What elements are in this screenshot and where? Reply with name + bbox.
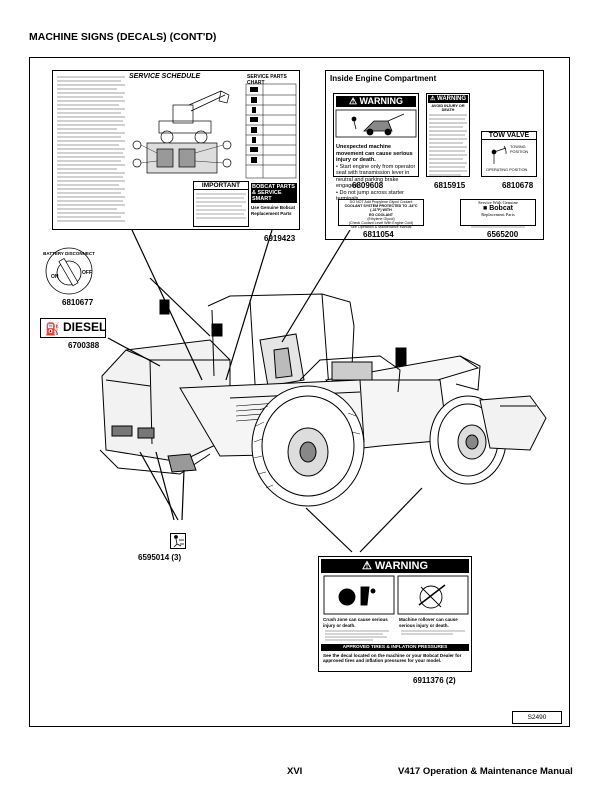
- step-climb-icon: [173, 535, 184, 548]
- operating-position-label: OPERATING POSITION: [486, 168, 528, 172]
- coolant-line-1: DO NOT Add Propylene Glycol Coolant: [349, 200, 413, 204]
- small-warning-text-lines: [429, 114, 467, 176]
- tow-valve-diagram: [491, 145, 507, 164]
- tire-warning-body: See the decal located on the machine or …: [323, 653, 462, 664]
- footer-page-number: XVI: [287, 766, 303, 777]
- tow-valve-title: TOW VALVE: [482, 132, 536, 140]
- step-decal: [170, 533, 186, 549]
- battery-disconnect-decal: BATTERY DISCONNECT ON OFF: [43, 247, 95, 295]
- service-schedule-part-number: 6919423: [264, 234, 296, 243]
- warning-decal-6809608: ⚠ WARNING Unexpected machine movement ca…: [333, 93, 419, 202]
- parts-smart-logo: BOBCAT PARTS & SERVICE SMART Use Genuine…: [251, 183, 297, 227]
- warning-small-part-number: 6815915: [434, 181, 466, 190]
- tire-warning-header: ⚠ WARNING: [321, 559, 469, 573]
- diesel-label: DIESEL: [63, 320, 107, 334]
- engine-compartment-box: [325, 70, 544, 240]
- engine-compartment-title: Inside Engine Compartment: [330, 74, 437, 83]
- warning-large-part-number: 6809608: [352, 181, 384, 190]
- step-part-number: 6595014 (3): [138, 553, 182, 562]
- coolant-line-5: (Check Coolant Level With Engine Cold): [348, 221, 414, 226]
- bobcat-head-icon: ■: [483, 205, 488, 212]
- warning-body: Unexpected machine movement can cause se…: [336, 144, 413, 163]
- genuine-parts-part-number: 6565200: [487, 230, 519, 239]
- service-parts-chart-title: SERVICE PARTS CHART: [247, 74, 287, 86]
- genuine-fine-print: [471, 226, 525, 228]
- coolant-line-2: COOLANT SYSTEM PROTECTED TO -34°C (-31°F…: [344, 204, 418, 213]
- schedule-machine-diagram: [132, 90, 232, 174]
- tire-approved-bar: APPROVED TIRES & INFLATION PRESSURES: [321, 644, 469, 651]
- warning-header: ⚠ WARNING: [336, 96, 416, 107]
- footer-manual-title: V417 Operation & Maintenance Manual: [398, 766, 573, 777]
- battery-off-label: OFF: [82, 270, 92, 276]
- tire-warning-decal: ⚠ WARNING Crush zone can cause serious i…: [318, 556, 472, 672]
- parts-tagline: Use Genuine Bobcat Replacement Parts: [251, 205, 296, 216]
- tire-left-caption: Crush zone can cause serious injury or d…: [323, 617, 388, 628]
- parts-chart-table: [245, 83, 297, 179]
- warning-triangle-icon: ⚠: [348, 96, 360, 106]
- genuine-parts-decal: Service With Genuine ■ Bobcat Replacemen…: [460, 199, 536, 228]
- important-box: IMPORTANT: [193, 181, 249, 227]
- small-warning-triangle-icon: ⚠: [429, 96, 438, 102]
- tire-warning-pictograms: [323, 575, 469, 615]
- fuel-pump-icon: ⛽: [45, 322, 60, 336]
- bobcat-logo: ■ Bobcat: [483, 205, 513, 212]
- reference-code: S2490: [512, 711, 562, 724]
- genuine-line-1: Service With Genuine: [478, 200, 518, 205]
- towing-position-label: TOWING POSITION: [510, 145, 529, 154]
- service-schedule-decal: SERVICE SCHEDULE SERVICE PARTS CHART: [52, 70, 300, 230]
- schedule-text-lines: [57, 76, 125, 222]
- tow-valve-decal: TOW VALVE TOWING POSITION OPERATING POSI…: [481, 131, 537, 177]
- parts-brand: BOBCAT PARTS & SERVICE SMART: [251, 183, 297, 203]
- service-schedule-title: SERVICE SCHEDULE: [129, 73, 201, 80]
- diesel-part-number: 6700388: [68, 341, 100, 350]
- warning-decal-6815915: ⚠ WARNING AVOID INJURY OR DEATH: [426, 93, 470, 177]
- small-warning-subheader: AVOID INJURY OR DEATH: [431, 104, 465, 112]
- tire-caption-fine-print: [325, 630, 465, 641]
- tire-warning-triangle-icon: ⚠: [361, 560, 375, 572]
- tow-valve-part-number: 6810678: [502, 181, 534, 190]
- tire-right-caption: Machine rollover can cause serious injur…: [399, 617, 458, 628]
- illustration-frame: [29, 57, 570, 727]
- coolant-line-4: (Ethylene Glycol): [367, 216, 395, 221]
- battery-disconnect-label: BATTERY DISCONNECT: [43, 251, 95, 256]
- battery-on-label: ON: [51, 274, 59, 280]
- warning-bullet-1: • Start engine only from operator seat w…: [336, 163, 416, 190]
- page-title: MACHINE SIGNS (DECALS) (CONT'D): [29, 31, 217, 43]
- tire-warning-part-number: 6911376 (2): [413, 676, 456, 685]
- diesel-decal: ⛽ DIESEL: [40, 318, 106, 338]
- coolant-part-number: 6811054: [363, 230, 394, 239]
- small-warning-header: ⚠ WARNING: [428, 95, 468, 103]
- coolant-line-3: EG COOLANT: [369, 212, 393, 217]
- machine-runover-icon: [335, 109, 417, 138]
- important-title: IMPORTANT: [194, 182, 248, 190]
- important-text-lines: [196, 193, 246, 219]
- genuine-line-2: Replacement Parts: [481, 212, 515, 217]
- coolant-decal: DO NOT Add Propylene Glycol Coolant COOL…: [338, 199, 424, 230]
- telehandler-illustration: [99, 230, 547, 553]
- battery-part-number: 6810677: [62, 298, 94, 307]
- coolant-line-6: See Operation & Maintenance Manual: [350, 225, 412, 230]
